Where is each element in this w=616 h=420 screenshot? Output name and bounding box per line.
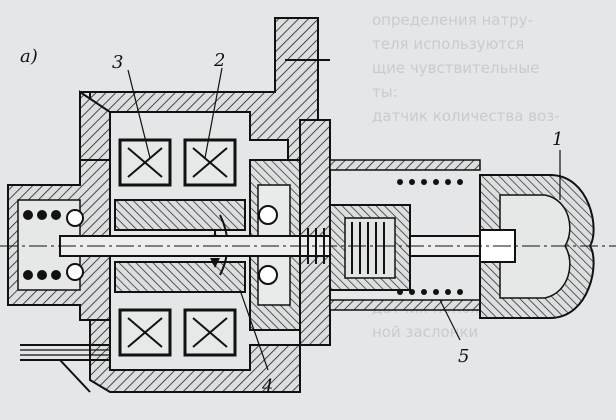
left-bearing [66,209,84,281]
callout-2: 2 [213,50,225,71]
threaded-sleeve [329,204,411,291]
lower-coils [118,308,237,357]
callout-4: 4 [261,376,273,397]
callout-3: 3 [112,52,123,73]
return-spring [397,179,463,295]
panel-label: а) [20,46,38,67]
bleed-line: щие чувствительные [372,59,540,77]
callout-5: 5 [458,346,469,367]
left-spring [23,210,61,280]
right-bearing [258,205,278,285]
wire-harness [20,344,111,393]
bleed-line: определения натру- [372,11,534,29]
callout-1: 1 [552,129,563,150]
bleed-line: ты: [372,83,398,101]
bleed-line: датчик количества воз- [372,107,560,125]
bleed-line: ной заслонки [372,323,479,341]
outer-tube [329,159,481,311]
upper-coils [118,138,237,187]
leader-lines [127,67,561,371]
armature [114,199,246,293]
bleed-line: теля используются [372,35,525,53]
